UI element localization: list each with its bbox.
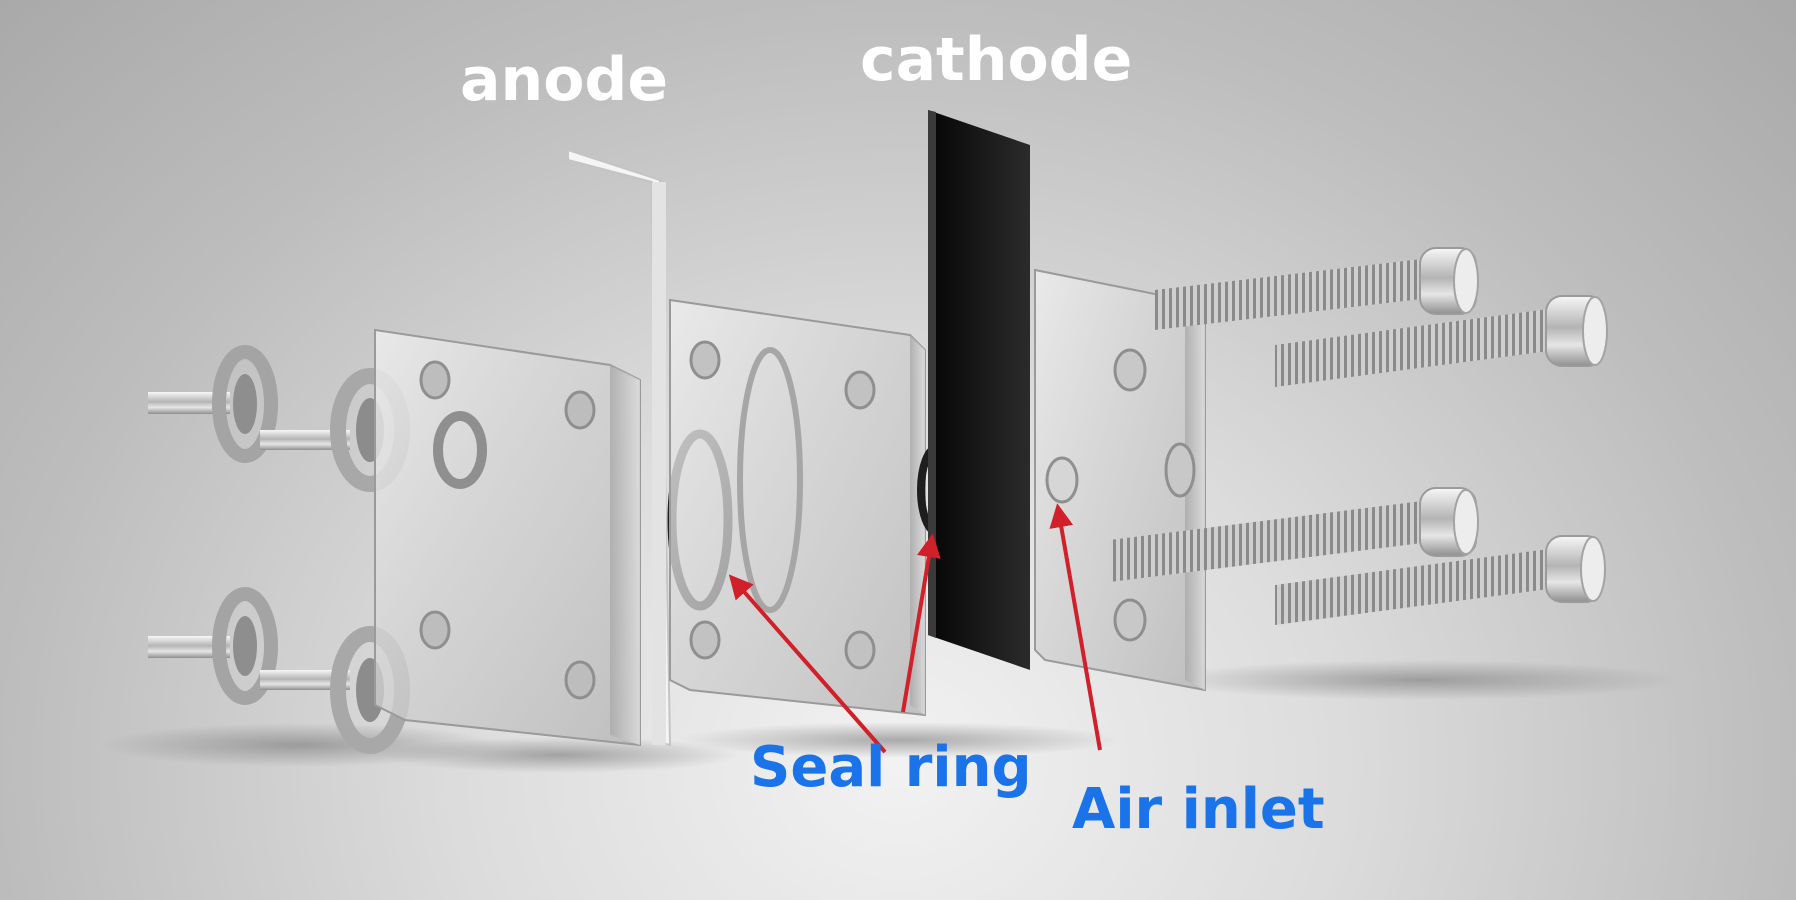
air-inlet-arrow [1049, 503, 1102, 751]
floor-shadows [100, 660, 1680, 773]
wing-nut-top-left [148, 345, 410, 492]
seal-ring-arrow-left [728, 574, 887, 754]
middle-chamber [669, 298, 926, 717]
bolt-bottom-1 [1110, 487, 1479, 582]
annotation-arrows [728, 503, 1102, 754]
left-wing-nuts [148, 345, 410, 754]
seal-ring-label: Seal ring [750, 735, 1032, 800]
cathode-end-plate [1034, 268, 1206, 692]
anode-end-plate [374, 328, 641, 747]
bolt-bottom-2 [1275, 535, 1606, 625]
cathode-label: cathode [860, 25, 1133, 95]
right-bolts [1110, 247, 1608, 625]
bolt-top-2 [1275, 295, 1608, 387]
seal-ring-arrow-right [901, 533, 941, 713]
bolt-top-1 [1155, 247, 1479, 330]
anode-sheet [567, 148, 672, 747]
anode-label: anode [460, 45, 669, 115]
air-inlet-label: Air inlet [1072, 777, 1325, 842]
cathode-sheet [928, 110, 1030, 670]
